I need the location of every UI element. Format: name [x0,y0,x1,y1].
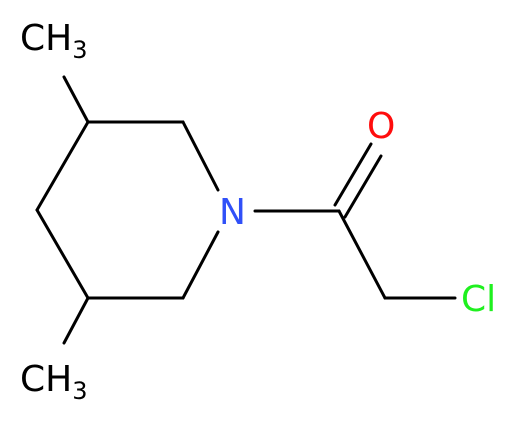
atom-label-nitrogen: N [219,192,246,233]
ch3-top-main: CH [20,18,72,59]
bond-carbonyl-o-2 [343,154,383,219]
atom-label-oxygen: O [367,106,395,147]
bond-carbonyl-o-1 [333,142,373,207]
bond-c4-c3 [35,120,90,212]
atom-label-ch3-top: CH3 [20,18,88,64]
ch3-bottom-subscript: 3 [72,377,87,405]
ch3-top-subscript: 3 [72,36,87,64]
bond-n-c6 [181,230,220,300]
bond-c2-n [181,120,220,192]
bond-carbonyl-ch2 [337,209,387,300]
bond-c5-ch3bottom [62,296,90,345]
bond-c5-c4 [35,208,90,300]
atom-label-chlorine: Cl [461,279,496,320]
atom-label-ch3-bottom: CH3 [20,359,88,405]
bonds [35,75,457,345]
bond-ch3top-c3 [62,75,90,124]
ch3-bottom-main: CH [20,359,72,400]
